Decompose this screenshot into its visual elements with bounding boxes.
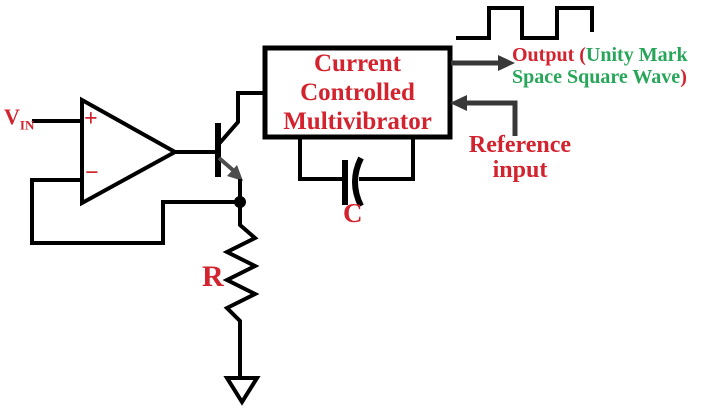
opamp-minus-label: − (85, 160, 99, 186)
reference-label-line1: Reference (468, 132, 572, 158)
capacitor-plate-curved (352, 156, 364, 208)
transistor-symbol (215, 91, 267, 203)
vin-label: VIN (4, 104, 34, 133)
output-arrowhead (498, 55, 515, 71)
reference-label-line2: input (492, 157, 548, 183)
emitter-line (217, 156, 236, 173)
opamp-plus-label: + (84, 106, 98, 132)
resistor-symbol (222, 203, 260, 377)
square-wave-symbol (456, 6, 594, 40)
output-label-green2: Space Square Wave (512, 66, 681, 88)
ground-symbol (223, 376, 261, 406)
vin-base: V (4, 104, 20, 129)
feedback-wire (30, 178, 238, 245)
reference-input-label: Reference input (440, 133, 600, 183)
multivibrator-box (262, 45, 453, 140)
reference-arrowhead (450, 95, 467, 111)
collector-wire (216, 91, 267, 147)
capacitor-label: C (343, 198, 363, 228)
junction-dot (234, 196, 246, 208)
reference-arrow-line (464, 100, 518, 136)
output-label-red-open: Output ( (512, 44, 586, 66)
output-label-green1: Unity Mark (585, 44, 688, 66)
opamp-symbol (80, 96, 180, 207)
output-label-line1: Output (Unity Mark (512, 44, 688, 66)
emitter-arrow-icon (227, 165, 243, 181)
multivibrator-label-line3: Multivibrator (283, 108, 432, 135)
multivibrator-label-line1: Current (313, 50, 402, 77)
multivibrator-label: Current Controlled Multivibrator (265, 49, 450, 138)
output-label: Output (Unity Mark Space Square Wave) (512, 44, 688, 88)
output-label-line2: Space Square Wave) (512, 66, 688, 88)
resistor-label: R (202, 260, 224, 293)
reference-arrow-icon (450, 95, 518, 136)
output-arrow-icon (451, 55, 515, 71)
multivibrator-label-line2: Controlled (300, 79, 415, 106)
capacitor-symbol (342, 156, 364, 208)
vin-subscript: IN (19, 117, 35, 133)
output-label-red-close: ) (680, 66, 687, 88)
